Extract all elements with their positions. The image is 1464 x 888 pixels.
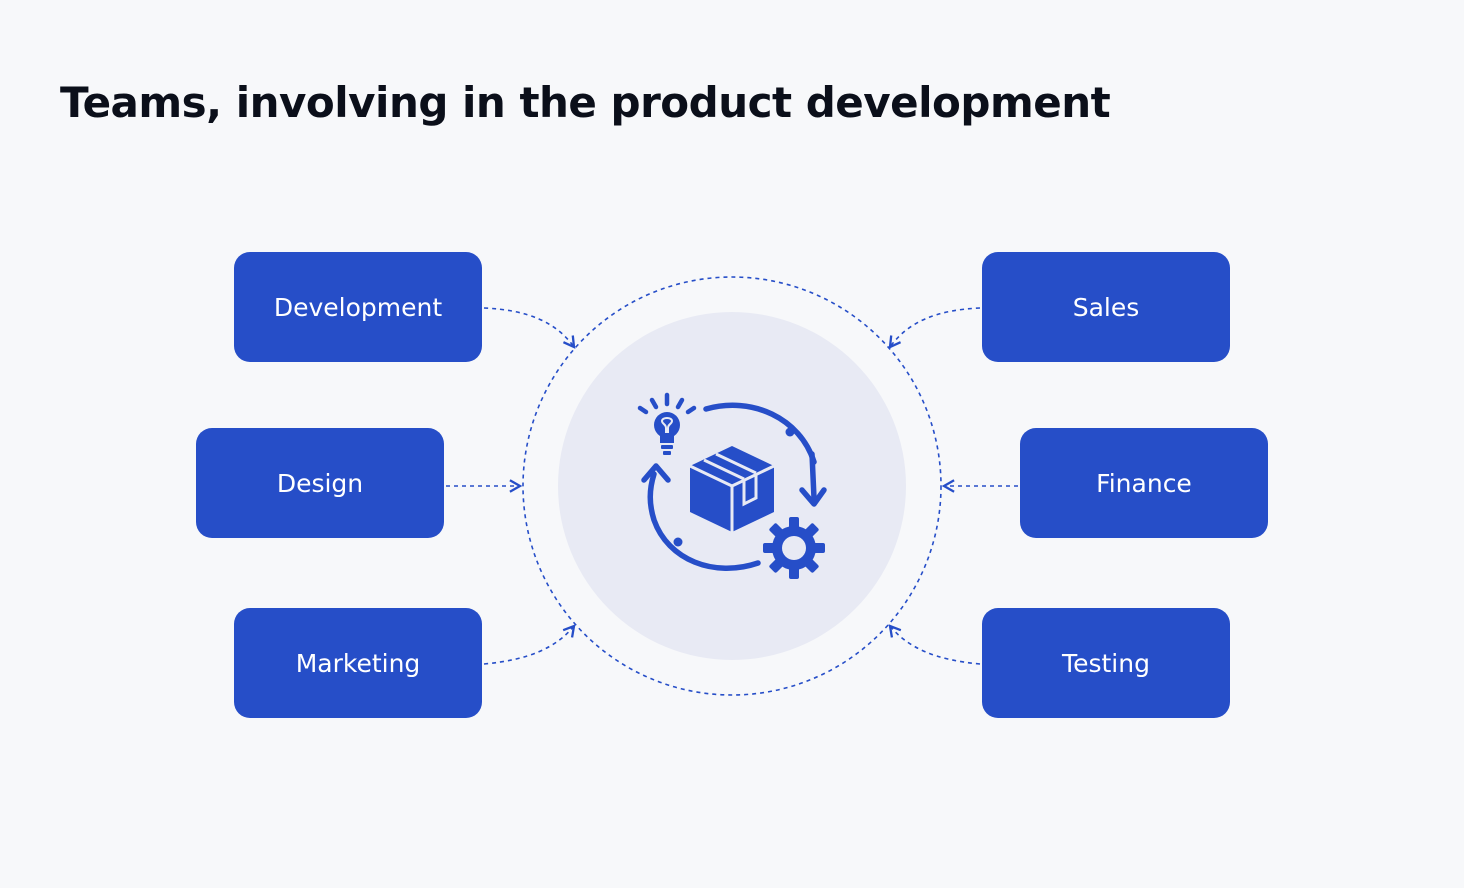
team-box-testing: Testing bbox=[982, 608, 1230, 718]
connector-sales bbox=[888, 307, 981, 349]
gear-icon bbox=[763, 517, 825, 579]
connector-marketing bbox=[483, 624, 576, 665]
product-development-cycle-icon bbox=[637, 392, 827, 579]
connector-testing bbox=[888, 624, 981, 665]
team-label-sales: Sales bbox=[1072, 292, 1140, 322]
outer-dashed-ring bbox=[522, 276, 942, 696]
team-box-finance: Finance bbox=[1020, 428, 1268, 538]
team-box-design: Design bbox=[196, 428, 444, 538]
lightbulb-icon bbox=[637, 392, 697, 455]
team-label-finance: Finance bbox=[1096, 468, 1192, 498]
package-box-icon bbox=[689, 446, 775, 532]
page-title: Teams, involving in the product developm… bbox=[60, 78, 1111, 127]
team-box-development: Development bbox=[234, 252, 482, 362]
team-label-testing: Testing bbox=[1062, 648, 1150, 678]
team-label-marketing: Marketing bbox=[295, 648, 421, 678]
team-label-development: Development bbox=[273, 292, 443, 322]
team-box-marketing: Marketing bbox=[234, 608, 482, 718]
team-label-design: Design bbox=[276, 468, 364, 498]
connector-development bbox=[483, 307, 576, 349]
cycle-arrows-icon bbox=[641, 402, 827, 571]
team-box-sales: Sales bbox=[982, 252, 1230, 362]
